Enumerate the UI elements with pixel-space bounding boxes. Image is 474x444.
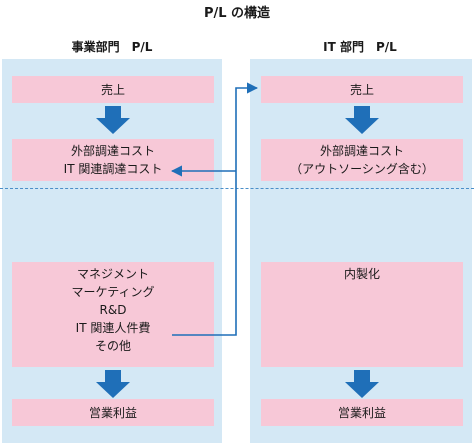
- right-external-cost-box: 外部調達コスト （アウトソーシング含む）: [261, 139, 463, 181]
- right-column-header: IT 部門 P/L: [323, 40, 397, 54]
- left-down-arrow-1: [96, 106, 130, 134]
- right-profit-box: 営業利益: [261, 399, 463, 426]
- right-profit-label: 営業利益: [337, 405, 386, 420]
- left-external-cost-line-1: 外部調達コスト: [70, 144, 155, 158]
- left-it-procurement-cost-line: IT 関連調達コスト: [63, 162, 163, 176]
- right-outsourcing-line: （アウトソーシング含む）: [290, 162, 434, 176]
- right-external-cost-line-1: 外部調達コスト: [319, 144, 404, 158]
- left-sales-label: 売上: [100, 82, 125, 97]
- right-sales-box: 売上: [261, 76, 463, 103]
- right-down-arrow-2: [345, 370, 379, 398]
- left-profit-box: 営業利益: [12, 399, 214, 426]
- right-inhouse-box: 内製化: [261, 262, 463, 367]
- left-down-arrow-2: [96, 370, 130, 398]
- left-expense-rnd: R&D: [99, 303, 127, 317]
- left-expense-it-personnel: IT 関連人件費: [75, 321, 151, 335]
- left-expense-management: マネジメント: [76, 267, 149, 281]
- left-expense-other: その他: [94, 339, 131, 353]
- left-profit-label: 営業利益: [88, 405, 137, 420]
- left-column-header: 事業部門 P/L: [71, 40, 153, 54]
- right-sales-label: 売上: [349, 82, 374, 97]
- left-external-cost-box: 外部調達コスト IT 関連調達コスト: [12, 139, 214, 181]
- right-down-arrow-1: [345, 106, 379, 134]
- section-divider-dashed-line: [0, 188, 474, 189]
- right-inhouse-label: 内製化: [343, 267, 380, 281]
- left-sales-box: 売上: [12, 76, 214, 103]
- arrow-it-personnel-to-it-sales: [172, 82, 259, 336]
- diagram-title: P/L の構造: [203, 6, 271, 21]
- left-expenses-box: マネジメント マーケティング R&D IT 関連人件費 その他: [12, 262, 214, 367]
- left-expense-marketing: マーケティング: [71, 285, 155, 299]
